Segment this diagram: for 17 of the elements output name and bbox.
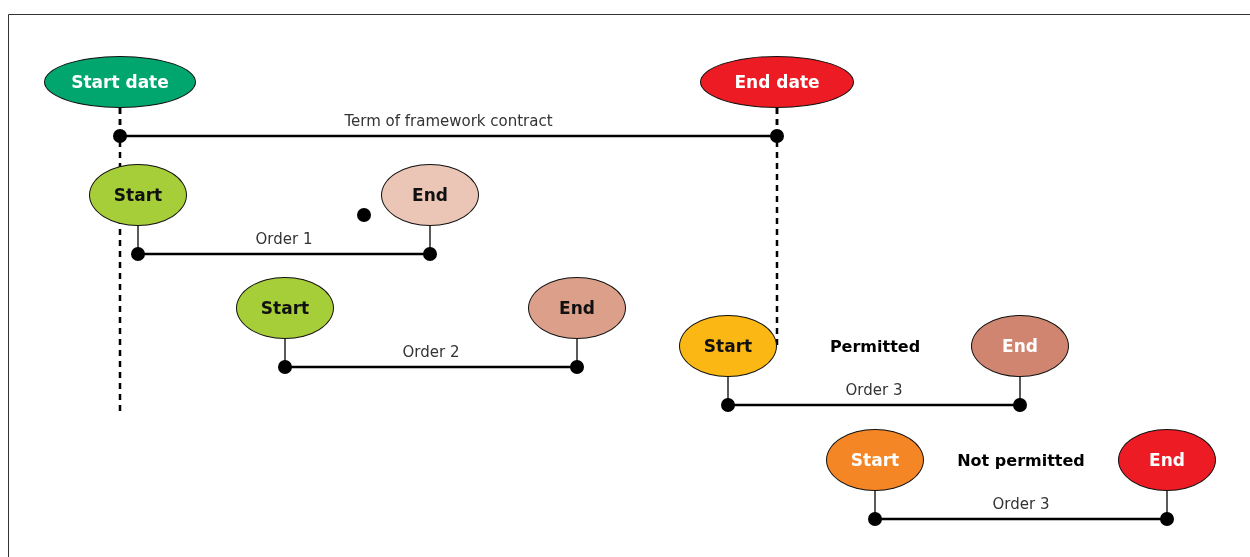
status-label: Not permitted	[957, 450, 1085, 470]
status-label: Permitted	[829, 336, 921, 356]
milestone-label: Start	[260, 298, 310, 318]
timeline-bar	[868, 490, 1174, 526]
milestone-label: End	[1149, 450, 1185, 470]
timeline-bar	[131, 225, 437, 261]
milestone-label: Start date	[71, 72, 169, 92]
milestone-label: Start	[703, 336, 753, 356]
timeline-bar	[721, 376, 1027, 412]
milestone-label: Start	[850, 450, 900, 470]
milestone-label: End	[1002, 336, 1038, 356]
milestone-label: End	[559, 298, 595, 318]
milestone-label: Start	[113, 185, 163, 205]
milestone-label: End	[412, 185, 448, 205]
timeline-bar	[278, 338, 584, 374]
dashed-line	[775, 108, 779, 346]
milestone-label: End date	[734, 72, 820, 92]
